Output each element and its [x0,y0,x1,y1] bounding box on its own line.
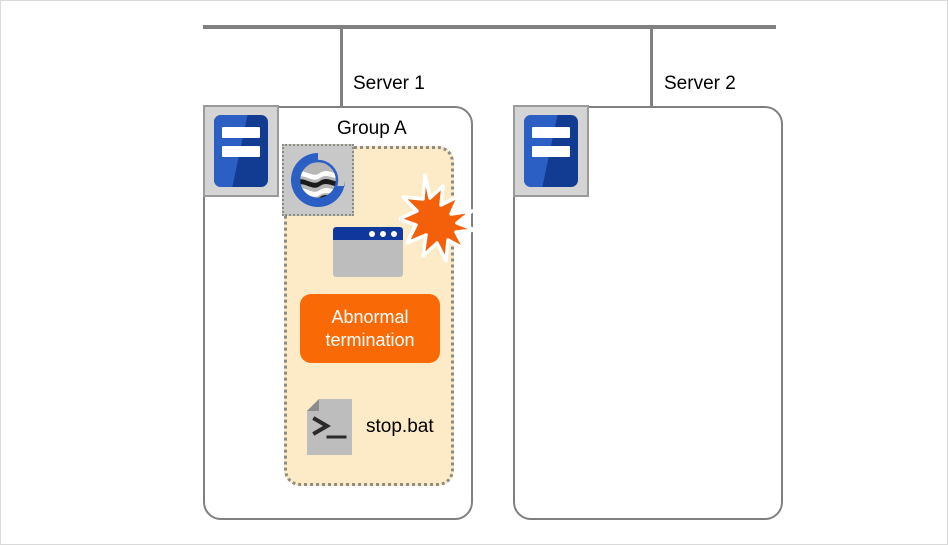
server-icon-slot-2 [532,146,570,157]
server-icon-slot-1 [532,127,570,138]
network-drop-line-server2 [650,27,653,107]
server2-label: Server 2 [664,73,736,94]
server-icon-slot-1 [222,127,260,138]
cluster-globe-icon [282,144,354,216]
window-control-dot [369,231,375,237]
script-row: stop.bat [307,399,434,455]
application-window-icon [333,227,403,277]
status-badge-abnormal-termination: Abnormal termination [300,294,440,363]
server-icon-slot-2 [222,146,260,157]
server-icon-body [524,115,578,187]
window-control-dot [391,231,397,237]
group-a-label: Group A [337,118,407,139]
server-machine-icon [513,105,589,197]
network-drop-line-server1 [340,27,343,107]
network-bus-line [203,25,776,29]
window-control-dot [380,231,386,237]
server1-label: Server 1 [353,73,425,94]
window-titlebar [333,227,403,240]
server-icon-body [214,115,268,187]
server-machine-icon [203,105,279,197]
script-filename-label: stop.bat [366,416,434,437]
batch-script-icon [307,399,352,455]
explosion-burst-icon [397,173,487,263]
